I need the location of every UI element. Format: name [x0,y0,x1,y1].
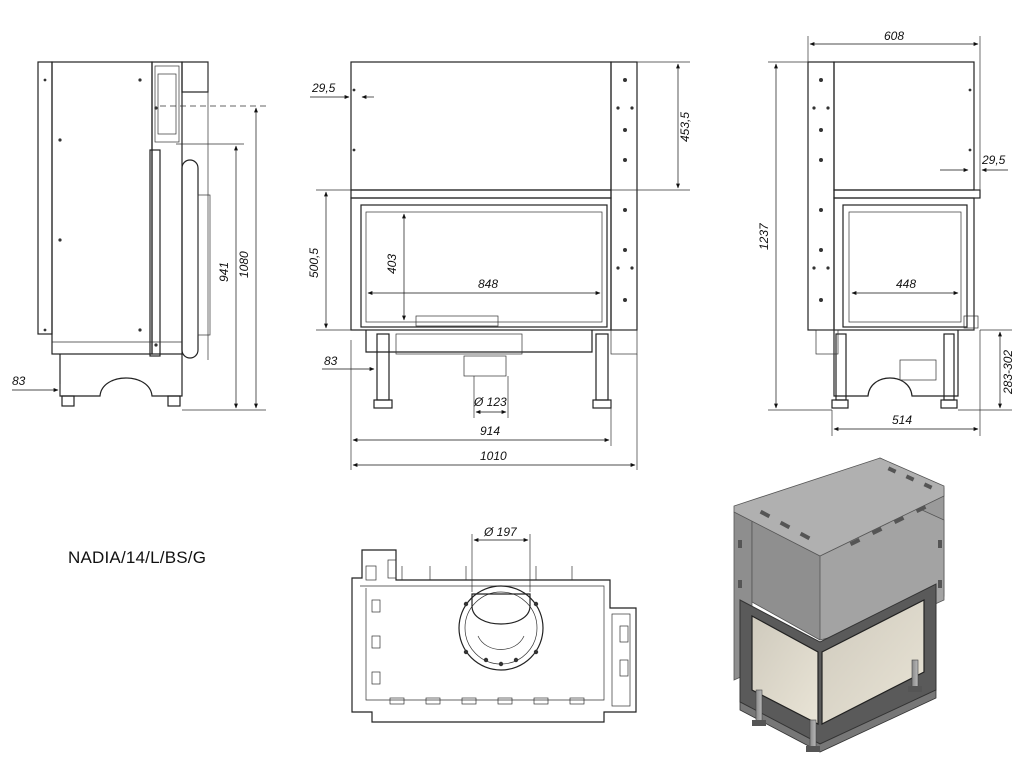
dim-right-283-302: 283-302 [1001,350,1015,395]
dim-side-941: 941 [217,262,231,282]
dim-right-448: 448 [896,277,916,291]
dim-right-29-5: 29,5 [981,153,1006,167]
model-title: NADIA/14/L/BS/G [68,548,207,567]
dim-front-403: 403 [385,254,399,274]
dim-front-453-5: 453,5 [678,112,692,142]
side-view [12,61,266,411]
dim-front-flue-123: Ø 123 [473,395,507,409]
dim-front-914: 914 [480,424,500,438]
fireplace-3d-render [733,457,945,753]
dim-top-flue-197: Ø 197 [483,525,518,539]
dim-front-1010: 1010 [480,449,507,463]
dim-side-1080: 1080 [237,251,251,278]
right-view [768,36,1012,436]
top-view [351,534,637,723]
dim-right-1237: 1237 [757,222,771,250]
front-view [310,61,690,470]
dim-right-608: 608 [884,29,904,43]
dim-front-500-5: 500,5 [307,248,321,278]
dim-front-29-5: 29,5 [311,81,336,95]
dim-front-83: 83 [324,354,338,368]
dim-front-848: 848 [478,277,498,291]
dim-side-83: 83 [12,374,26,388]
dim-right-514: 514 [892,413,912,427]
